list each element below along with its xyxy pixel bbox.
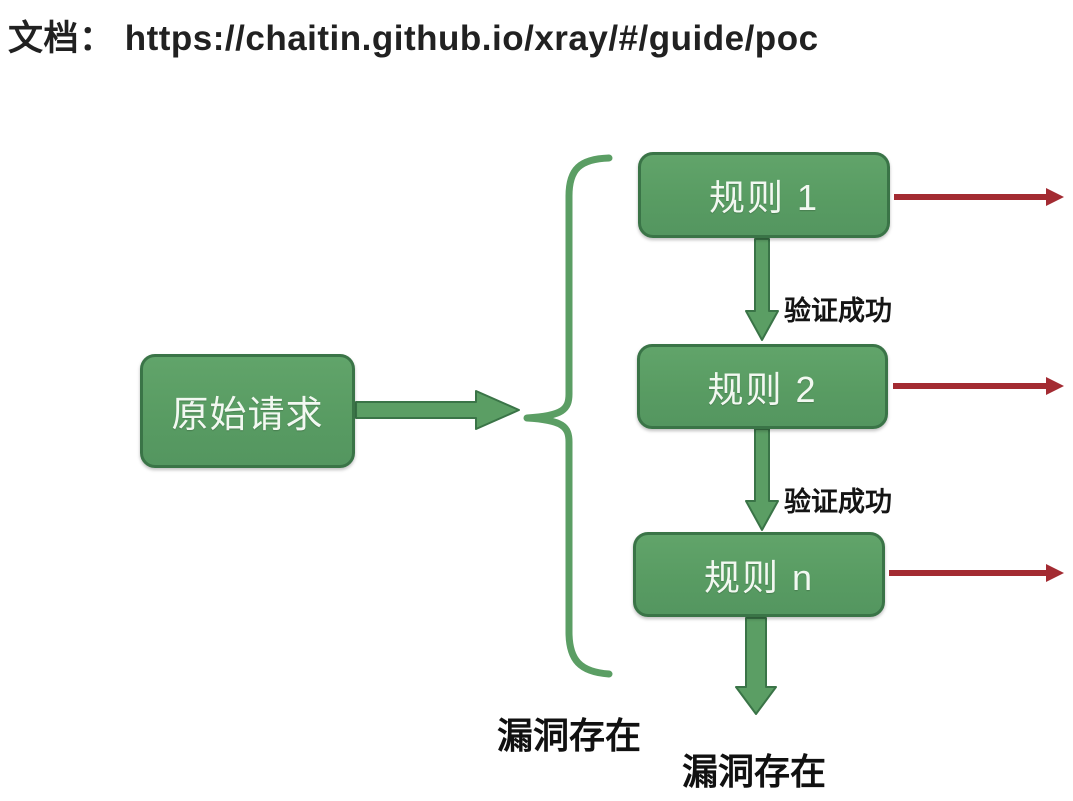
- arrow-rule1-to-rule2: [745, 238, 779, 341]
- red-arrow-rule2-head: [1046, 377, 1064, 395]
- node-rule-n: 规则 n: [633, 532, 885, 617]
- label-verify-success-1: 验证成功: [784, 296, 892, 326]
- label-vulnerability-exists-bottom: 漏洞存在: [682, 751, 827, 792]
- red-arrow-rulen-fail: [889, 564, 1064, 582]
- label-verify-success-2: 验证成功: [784, 487, 892, 517]
- red-arrow-rule2-fail: [893, 377, 1064, 395]
- doc-url-title: 文档： https://chaitin.github.io/xray/#/gui…: [8, 19, 819, 58]
- label-vulnerability-exists-left: 漏洞存在: [497, 715, 642, 756]
- grouping-brace: [523, 154, 613, 678]
- arrow-rulen-to-outcome: [735, 617, 777, 715]
- node-rule-2: 规则 2: [637, 344, 888, 429]
- red-arrow-rulen-head: [1046, 564, 1064, 582]
- arrow-rule2-to-rulen: [745, 428, 779, 531]
- node-original-request-label: 原始请求: [171, 394, 324, 435]
- node-rule-2-label: 规则 2: [707, 368, 818, 410]
- node-rule-n-label: 规则 n: [703, 556, 815, 598]
- red-arrow-rule1-fail: [894, 188, 1064, 206]
- node-rule-1: 规则 1: [638, 152, 890, 238]
- arrow-source-to-rules: [355, 390, 520, 430]
- node-original-request: 原始请求: [140, 354, 355, 468]
- red-arrow-rule1-head: [1046, 188, 1064, 206]
- node-rule-1-label: 规则 1: [708, 177, 820, 218]
